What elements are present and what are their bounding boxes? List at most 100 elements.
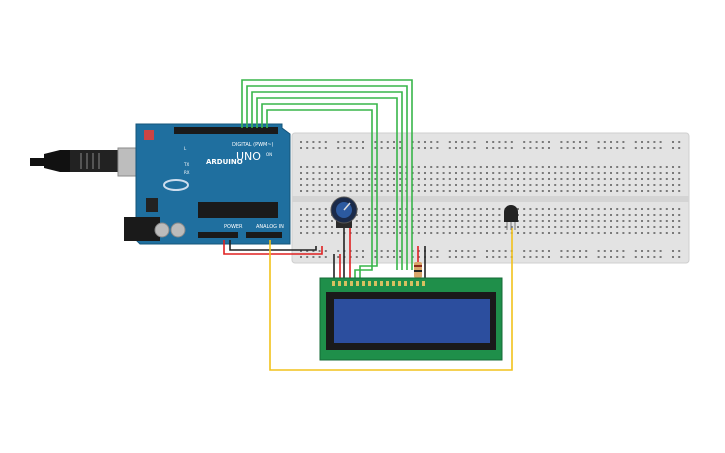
temperature-sensor-icon[interactable]	[504, 205, 518, 230]
breadboard-hole	[672, 208, 674, 210]
breadboard-hole	[448, 178, 451, 180]
breadboard-hole	[678, 147, 681, 149]
breadboard-hole	[374, 220, 377, 222]
breadboard-hole	[678, 214, 681, 216]
breadboard-hole	[616, 208, 619, 210]
breadboard-hole	[541, 141, 544, 143]
breadboard-hole	[641, 178, 643, 180]
breadboard-hole	[579, 141, 581, 143]
breadboard-hole	[393, 214, 395, 216]
breadboard-hole	[541, 172, 544, 174]
breadboard-hole	[467, 256, 470, 258]
breadboard-hole	[479, 166, 482, 168]
breadboard-hole	[610, 178, 612, 180]
breadboard-hole	[653, 190, 656, 192]
breadboard-hole	[448, 232, 451, 234]
potentiometer-icon[interactable]	[330, 196, 358, 228]
breadboard-hole	[399, 184, 402, 186]
breadboard-hole	[467, 178, 470, 180]
lcd-pin	[410, 281, 413, 286]
breadboard-hole	[591, 232, 594, 234]
breadboard-hole	[386, 232, 389, 234]
breadboard-hole	[424, 178, 426, 180]
lcd-pin	[356, 281, 359, 286]
breadboard-hole	[634, 166, 637, 168]
breadboard-hole	[343, 141, 346, 143]
breadboard-hole	[448, 166, 451, 168]
breadboard-hole	[579, 172, 581, 174]
breadboard-hole	[517, 172, 519, 174]
breadboard-hole	[579, 226, 581, 228]
breadboard-hole	[535, 232, 538, 234]
breadboard-hole	[548, 141, 550, 143]
reset-button-icon[interactable]	[144, 130, 154, 140]
breadboard-hole	[541, 147, 544, 149]
breadboard-hole	[572, 208, 575, 210]
breadboard-hole	[393, 166, 395, 168]
breadboard-hole	[634, 172, 637, 174]
breadboard-hole	[517, 208, 519, 210]
breadboard-hole	[653, 184, 656, 186]
breadboard-hole	[442, 208, 445, 210]
breadboard-hole	[554, 214, 557, 216]
breadboard-hole	[572, 147, 575, 149]
breadboard-hole	[479, 208, 482, 210]
breadboard-hole	[647, 184, 650, 186]
breadboard-hole	[678, 184, 681, 186]
breadboard-hole	[380, 214, 383, 216]
breadboard[interactable]	[291, 132, 690, 264]
breadboard-hole	[572, 166, 575, 168]
breadboard-hole	[628, 208, 631, 210]
breadboard-hole	[610, 256, 612, 258]
breadboard-hole	[461, 250, 464, 252]
breadboard-hole	[591, 214, 594, 216]
breadboard-hole	[467, 166, 470, 168]
breadboard-hole	[585, 250, 588, 252]
breadboard-hole	[318, 226, 321, 228]
breadboard-hole	[343, 172, 346, 174]
breadboard-hole	[560, 214, 563, 216]
breadboard-hole	[672, 178, 674, 180]
breadboard-hole	[659, 208, 662, 210]
breadboard-hole	[554, 208, 557, 210]
breadboard-hole	[355, 226, 358, 228]
breadboard-hole	[641, 184, 643, 186]
breadboard-hole	[579, 147, 581, 149]
breadboard-hole	[436, 178, 439, 180]
breadboard-hole	[535, 256, 538, 258]
breadboard-hole	[548, 232, 550, 234]
breadboard-hole	[486, 178, 488, 180]
breadboard-hole	[659, 147, 662, 149]
breadboard-hole	[442, 190, 445, 192]
breadboard-hole	[436, 250, 439, 252]
breadboard-hole	[306, 232, 309, 234]
breadboard-hole	[585, 220, 588, 222]
breadboard-hole	[603, 178, 606, 180]
breadboard-hole	[417, 166, 420, 168]
breadboard-hole	[510, 184, 513, 186]
breadboard-hole	[455, 256, 457, 258]
breadboard-hole	[634, 232, 637, 234]
lcd-display[interactable]	[319, 277, 503, 361]
breadboard-hole	[349, 172, 352, 174]
breadboard-hole	[492, 147, 495, 149]
breadboard-hole	[455, 141, 457, 143]
breadboard-hole	[641, 220, 643, 222]
breadboard-hole	[541, 178, 544, 180]
breadboard-hole	[399, 220, 402, 222]
breadboard-hole	[300, 250, 302, 252]
breadboard-hole	[591, 178, 594, 180]
breadboard-hole	[566, 190, 569, 192]
breadboard-hole	[399, 214, 402, 216]
breadboard-hole	[386, 226, 389, 228]
breadboard-hole	[523, 178, 526, 180]
breadboard-hole	[672, 256, 674, 258]
breadboard-hole	[461, 214, 464, 216]
breadboard-hole	[455, 214, 457, 216]
breadboard-hole	[622, 214, 625, 216]
breadboard-hole	[548, 250, 550, 252]
arduino-uno-board[interactable]: DIGITAL (PWM~) ARDUINO UNO POWER ANALOG …	[124, 123, 291, 245]
breadboard-hole	[504, 172, 507, 174]
breadboard-hole	[672, 226, 674, 228]
breadboard-hole	[647, 256, 650, 258]
